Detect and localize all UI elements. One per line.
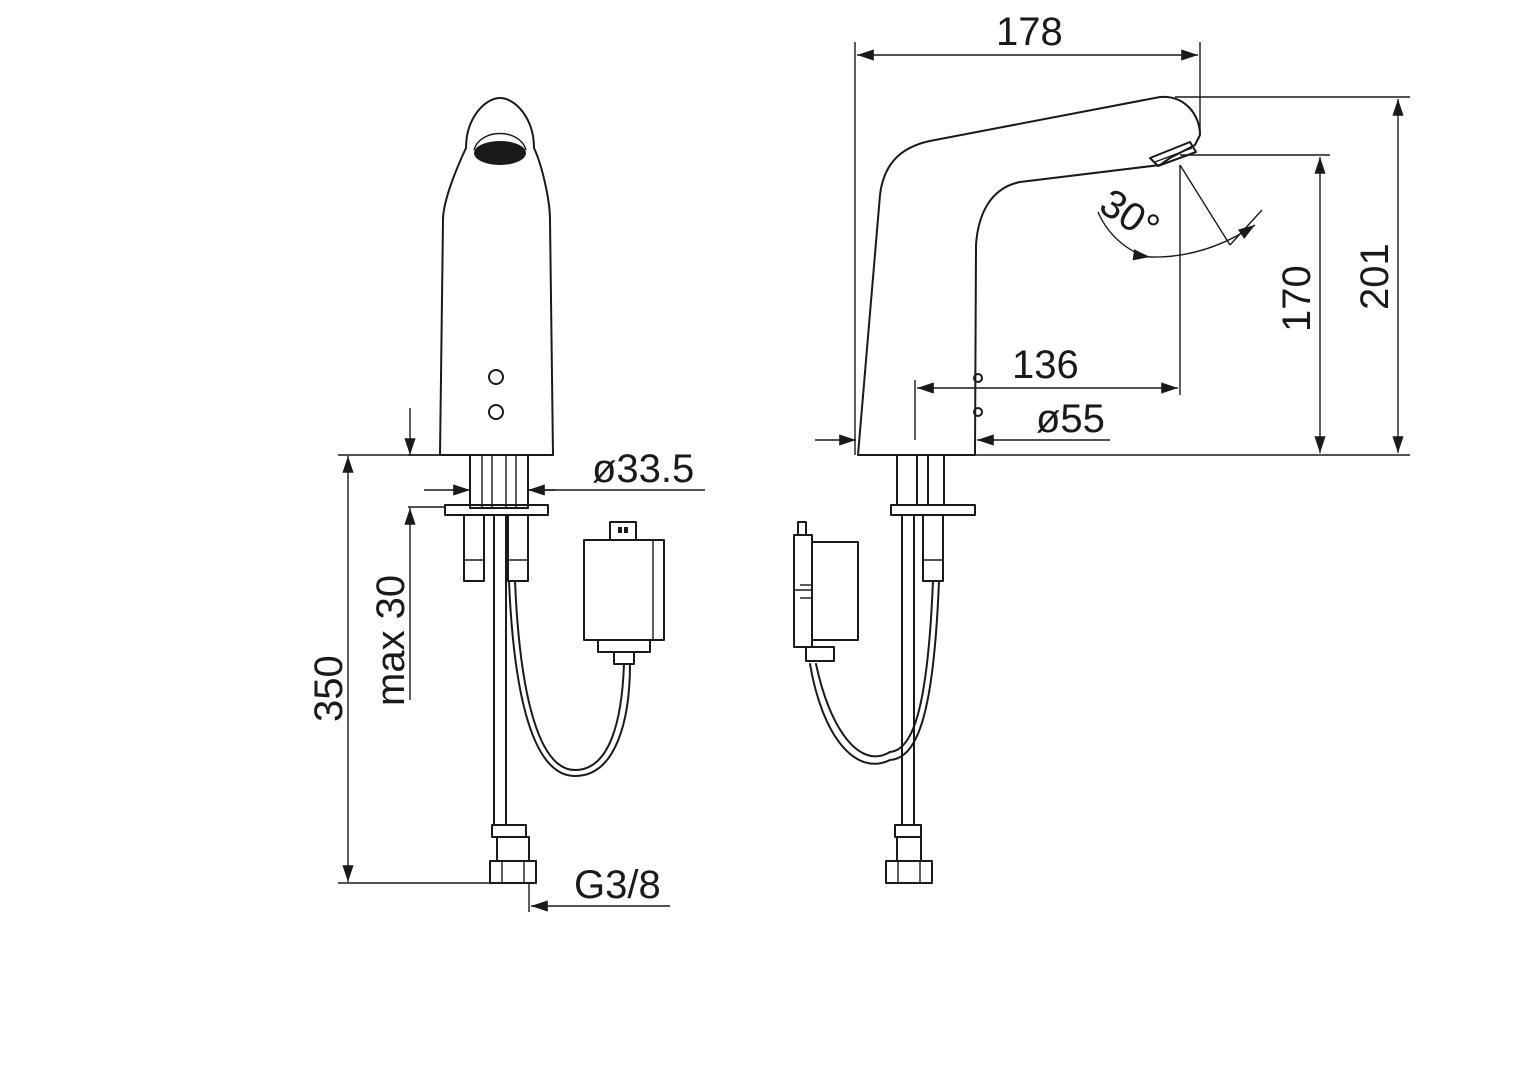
dim-outlet-height: 170 [1180, 154, 1330, 453]
dim-connection: G3/8 [528, 863, 670, 912]
side-spout-body [857, 95, 1201, 456]
front-outlet-hole [474, 141, 526, 165]
dim-spray-angle-label: 30° [1092, 181, 1167, 251]
side-sensor-cable [815, 580, 934, 758]
front-sensor-cable [514, 580, 625, 771]
dim-reach: 136 [914, 343, 1178, 440]
dim-hose-length: 350 [307, 454, 490, 884]
front-shank [444, 454, 549, 582]
dim-base-diameter: ø55 [815, 397, 1110, 446]
sensor-dot-upper [488, 369, 504, 385]
dim-deck-thickness-label: max 30 [369, 575, 413, 706]
side-sensor-dot-upper [973, 373, 983, 383]
side-sensor-dot-lower [973, 407, 983, 417]
dim-spray-angle: 30° [1092, 164, 1263, 395]
front-control-box [583, 521, 665, 665]
dim-total-width-label: 178 [996, 10, 1063, 54]
dim-outlet-height-label: 170 [1275, 265, 1319, 332]
dim-shank-diameter-label: ø33.5 [592, 447, 694, 491]
side-control-box [793, 521, 859, 662]
front-view: ø33.5 max 30 350 G3/8 [307, 97, 705, 912]
dim-connection-label: G3/8 [574, 863, 661, 907]
front-spout-body [439, 97, 554, 456]
side-outlet-nozzle [1149, 141, 1197, 167]
dim-reach-label: 136 [1012, 343, 1079, 387]
side-shank [890, 454, 976, 582]
front-water-hose [489, 514, 537, 884]
side-water-hose [885, 514, 933, 884]
dim-base-diameter-label: ø55 [1036, 397, 1105, 441]
dim-total-height: 201 [975, 96, 1410, 456]
dim-deck-thickness: max 30 [369, 408, 470, 706]
dim-total-height-label: 201 [1353, 243, 1397, 310]
dim-hose-length-label: 350 [307, 655, 351, 722]
side-view: 30° 178 201 170 [793, 10, 1410, 884]
dim-shank-diameter: ø33.5 [424, 447, 705, 496]
sensor-dot-lower [488, 404, 504, 420]
dim-total-width: 178 [854, 10, 1201, 455]
